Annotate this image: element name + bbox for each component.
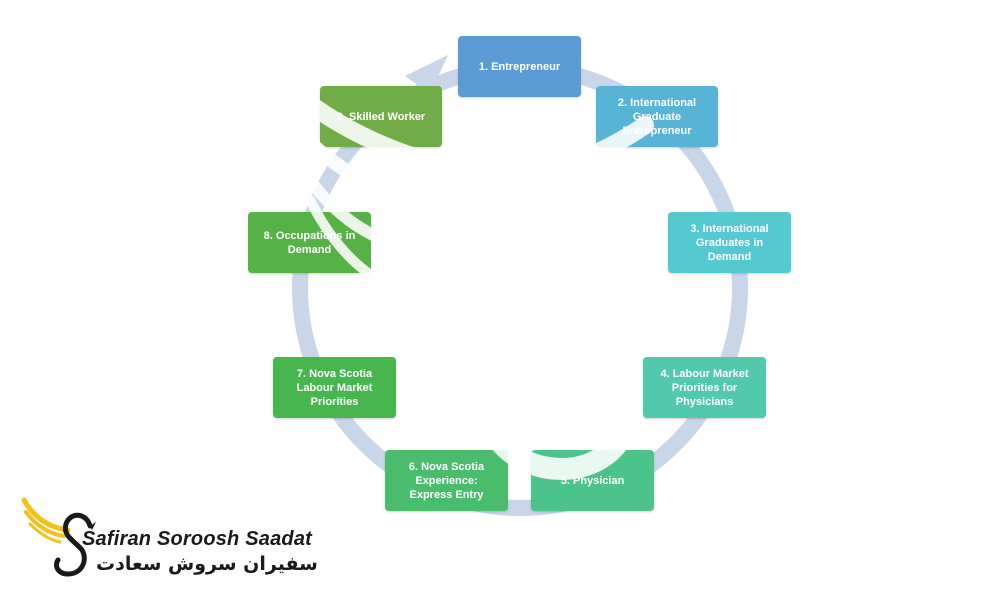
node-4-labour-market-priorities-physicians: 4. Labour Market Priorities for Physicia… [643,357,766,418]
node-9-skilled-worker: 9. Skilled Worker [320,86,442,147]
node-7-nova-scotia-labour-market-priorities: 7. Nova Scotia Labour Market Priorities [273,357,396,418]
node-5-physician: 5. Physician [531,450,654,511]
logo-name-persian: سفیران سروش سعادت [96,553,318,575]
node-1-entrepreneur: 1. Entrepreneur [458,36,581,97]
node-3-international-graduates-in-demand: 3. International Graduates in Demand [668,212,791,273]
node-6-nova-scotia-experience: 6. Nova Scotia Experience: Express Entry [385,450,508,511]
node-2-international-graduate-entrepreneur: 2. International Graduate Entrepreneur [596,86,718,147]
logo-name-latin: Safiran Soroosh Saadat [82,528,313,550]
winged-s-logo-icon [21,497,96,577]
node-8-occupations-in-demand: 8. Occupations in Demand [248,212,371,273]
